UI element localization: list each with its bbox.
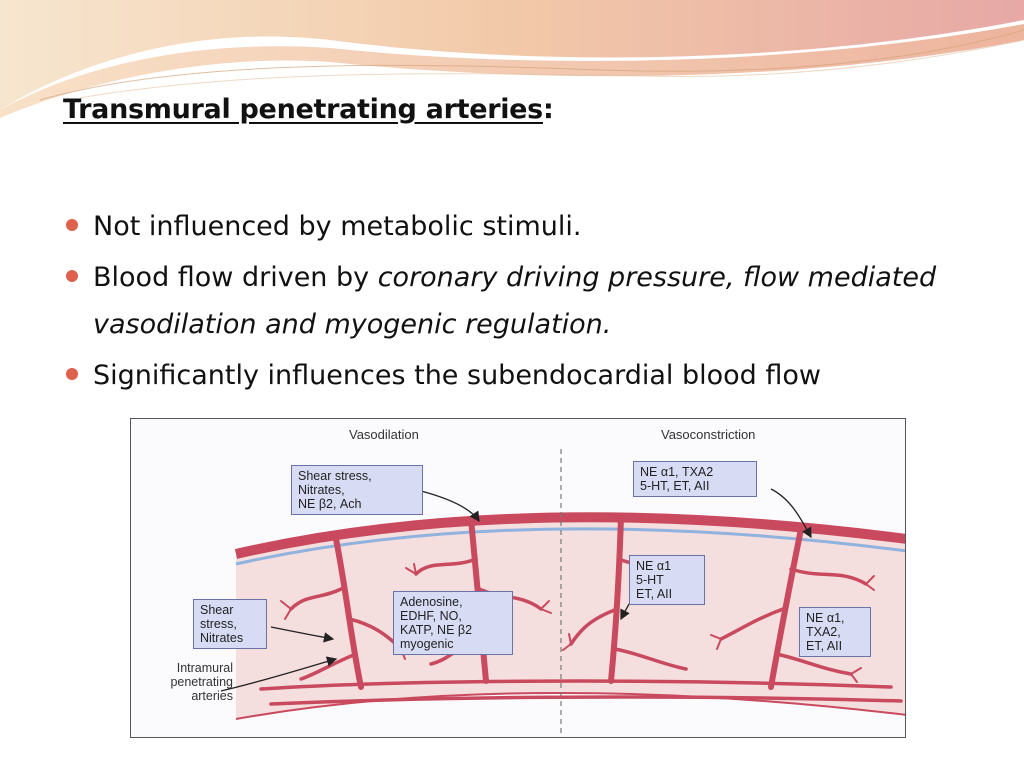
bullet-text-italic: coronary driving pressure, flow mediated… — [93, 262, 937, 340]
slide-title-colon: : — [542, 94, 554, 125]
bullet-text: Significantly influences the subendocard… — [93, 360, 821, 391]
bullet-text: Not influenced by metabolic stimuli. — [93, 211, 582, 242]
artery-diagram-drawing — [220, 449, 905, 737]
shear-stress-left-label: Shear stress, Nitrates — [193, 599, 267, 649]
bullet-list: Not influenced by metabolic stimuli. Blo… — [63, 203, 963, 403]
vasoconstriction-heading: Vasoconstriction — [661, 427, 756, 442]
bullet-dot-icon — [66, 219, 78, 231]
ne-right-label: NE α1, TXA2, ET, AII — [799, 607, 871, 657]
header-swoosh-decoration — [0, 0, 1024, 118]
adenosine-label: Adenosine, EDHF, NO, KATP, NE β2 myogeni… — [393, 591, 513, 655]
bullet-item: Not influenced by metabolic stimuli. — [63, 203, 963, 250]
ne-mid-label: NE α1 5-HT ET, AII — [629, 555, 705, 605]
vasodilation-heading: Vasodilation — [349, 427, 419, 442]
slide-title: Transmural penetrating arteries: — [63, 94, 554, 125]
slide-title-text: Transmural penetrating arteries — [63, 94, 543, 125]
bullet-text: Blood flow driven by — [93, 262, 378, 293]
intramural-arteries-label: Intramural penetrating arteries — [170, 661, 233, 703]
shear-stress-top-label: Shear stress, Nitrates, NE β2, Ach — [291, 465, 423, 515]
bullet-dot-icon — [66, 270, 78, 282]
bullet-dot-icon — [66, 368, 78, 380]
bullet-item: Blood flow driven by coronary driving pr… — [63, 254, 963, 348]
ne-txa2-label: NE α1, TXA2 5-HT, ET, AII — [633, 461, 757, 497]
artery-diagram-figure: Vasodilation Vasoconstriction Shear stre… — [130, 418, 906, 738]
bullet-item: Significantly influences the subendocard… — [63, 352, 963, 399]
